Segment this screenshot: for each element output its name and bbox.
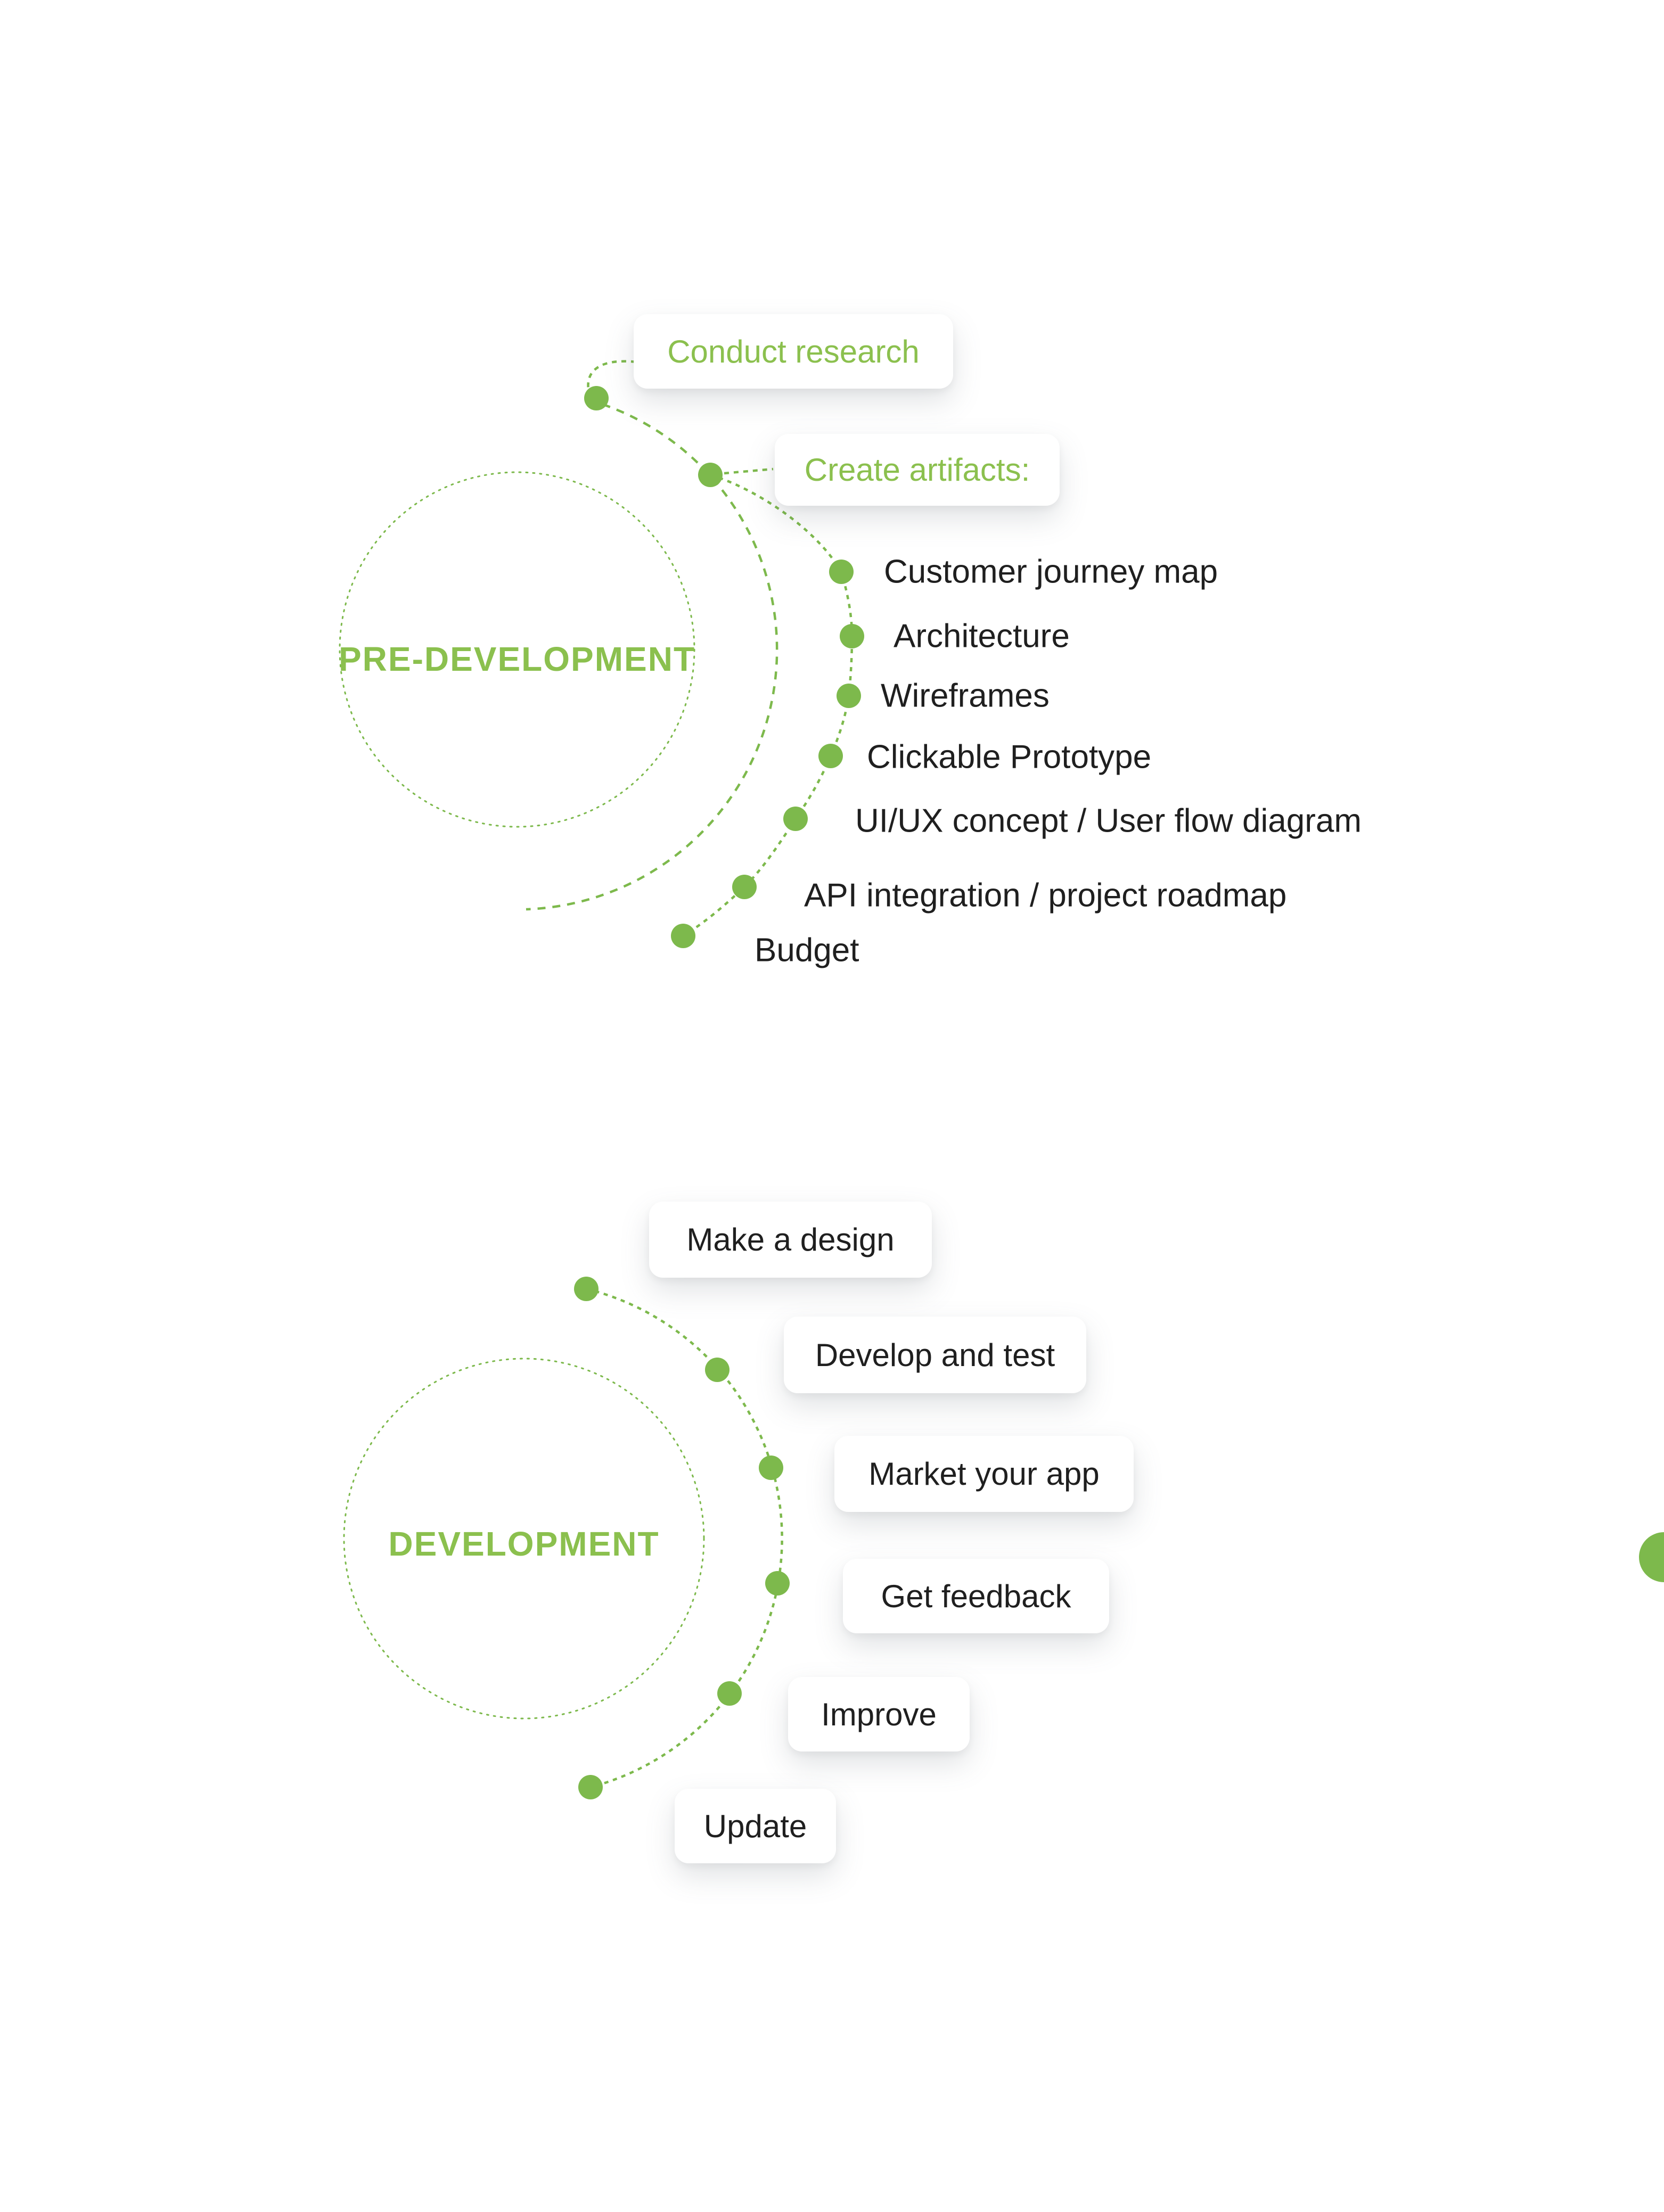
- clickable-prototype-dot: [818, 744, 843, 768]
- item-budget: Budget: [755, 932, 859, 969]
- pre-development-items-arc: [682, 473, 854, 937]
- wireframes-dot: [837, 684, 861, 708]
- uiux-concept-dot: [783, 807, 808, 831]
- item-architecture: Architecture: [894, 618, 1070, 655]
- pre-development-circle-outline: [339, 471, 695, 828]
- improve-dot: [717, 1681, 742, 1706]
- conduct-research-card: Conduct research: [634, 314, 953, 389]
- get-feedback-dot: [765, 1571, 790, 1596]
- item-api-integration: API integration / project roadmap: [804, 877, 1287, 914]
- item-uiux-concept: UI/UX concept / User flow diagram: [855, 802, 1362, 840]
- architecture-dot: [840, 624, 864, 648]
- update-dot: [578, 1775, 603, 1799]
- pre-development-label: PRE-DEVELOPMENT: [338, 640, 696, 678]
- development-steps-arc: [586, 1287, 783, 1789]
- make-a-design-dot: [574, 1277, 599, 1301]
- budget-dot: [671, 924, 695, 948]
- item-wireframes: Wireframes: [881, 677, 1050, 714]
- improve-card: Improve: [788, 1677, 970, 1751]
- market-your-app-dot: [759, 1456, 783, 1480]
- create-artifacts-card: Create artifacts:: [775, 434, 1060, 506]
- create-artifacts-dot: [698, 463, 723, 487]
- develop-and-test-card: Develop and test: [784, 1317, 1086, 1393]
- item-customer-journey-map: Customer journey map: [884, 553, 1218, 590]
- customer-journey-map-dot: [829, 560, 854, 584]
- development-circle-outline: [343, 1358, 705, 1720]
- update-card: Update: [675, 1789, 836, 1863]
- development-label: DEVELOPMENT: [388, 1525, 660, 1563]
- get-feedback-card: Get feedback: [843, 1559, 1109, 1633]
- market-your-app-card: Market your app: [834, 1436, 1134, 1512]
- conduct-research-dot: [584, 386, 609, 410]
- item-clickable-prototype: Clickable Prototype: [867, 738, 1152, 776]
- make-a-design-card: Make a design: [649, 1202, 932, 1278]
- conduct-research-connector: [587, 360, 637, 397]
- pre-development-outer-arc: [526, 398, 778, 911]
- api-integration-dot: [732, 875, 757, 899]
- develop-and-test-dot: [705, 1358, 729, 1382]
- create-artifacts-connector: [724, 467, 774, 475]
